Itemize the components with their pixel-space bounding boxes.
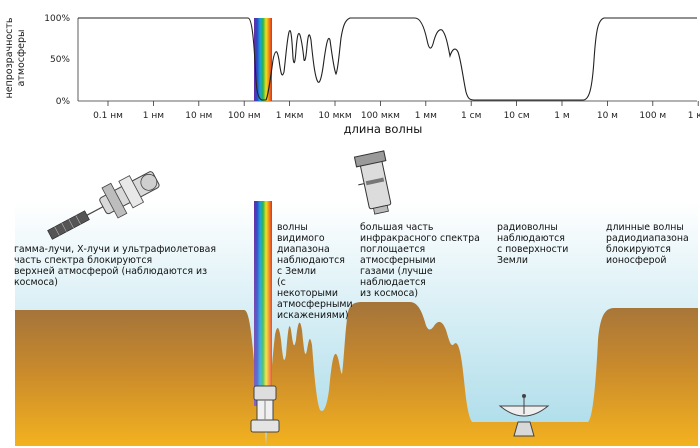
xtick-label: 1 см (461, 111, 481, 121)
infrared-annotation: большая часть инфракрасного спектра погл… (360, 222, 480, 299)
opacity-curve (78, 17, 697, 101)
ytick-0: 0% (56, 97, 71, 107)
opacity-chart: 100% 50% 0% непрозрачность атмосферы 0.1… (4, 14, 700, 136)
xtick-label: 1 нм (143, 111, 164, 121)
gamma-annotation: гамма-лучи, Х-лучи и ультрафиолетовая ча… (14, 244, 217, 288)
ylabel-line1: непрозрачность (4, 17, 15, 98)
satellite-icon (47, 171, 160, 240)
xtick-label: 100 м (639, 111, 666, 121)
space-telescope-icon (353, 150, 392, 215)
xtick-label: 10 м (597, 111, 618, 121)
xtick-label: 1 м (554, 111, 569, 121)
atmosphere-blocking-area-ir (266, 302, 698, 446)
xtick-label: 10 см (504, 111, 530, 121)
atmosphere-scene (15, 150, 698, 446)
radio-annotation: радиоволны наблюдаются с поверхности Зем… (497, 222, 569, 266)
xtick-label: 10 нм (185, 111, 212, 121)
xtick-label: 0.1 нм (93, 111, 123, 121)
xtick-label: 1 мм (415, 111, 437, 121)
atmosphere-blocking-area (15, 310, 266, 446)
xtick-label: 10 мкм (318, 111, 351, 121)
longwave-annotation: длинные волны радиодиапазона блокируются… (606, 222, 689, 266)
x-axis-title: длина волны (344, 122, 423, 136)
ylabel-line2: атмосферы (16, 29, 27, 86)
radio-dish-icon (498, 394, 550, 437)
x-ticks: 0.1 нм 1 нм 10 нм 100 нм 1 мкм 10 мкм 100 мкм 1… (93, 101, 700, 121)
visible-band-chart (254, 18, 272, 101)
visible-annotation: волны видимого диапазона наблюдаются с З… (277, 222, 353, 321)
ytick-100: 100% (44, 14, 70, 24)
xtick-label: 1 мкм (276, 111, 304, 121)
y-ticks: 100% 50% 0% (44, 14, 70, 107)
xtick-label: 1 км (688, 111, 700, 121)
xtick-label: 100 мкм (361, 111, 400, 121)
ground-telescope-icon (250, 385, 280, 433)
xtick-label: 100 нм (228, 111, 261, 121)
ytick-50: 50% (50, 55, 70, 65)
